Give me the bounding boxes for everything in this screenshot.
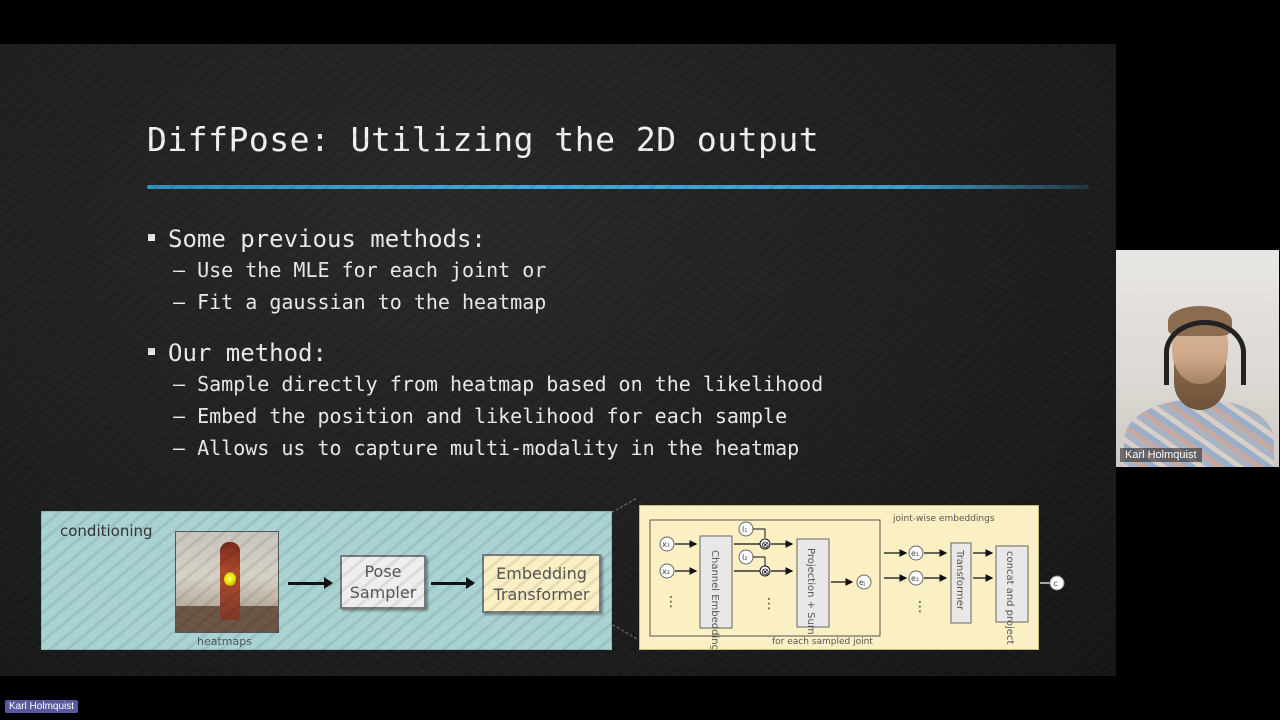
pose-sampler-box: Pose Sampler: [340, 555, 426, 609]
svg-text:c: c: [1054, 579, 1058, 588]
svg-text:⊗: ⊗: [761, 567, 769, 578]
e1-node: [908, 545, 924, 561]
e2-label: e₂: [911, 574, 919, 583]
arrow-icon: [431, 577, 475, 589]
joint-wise-label: joint-wise embeddings: [892, 514, 995, 524]
embedding-transformer-detail: for each sampled joint joint-wise embedd…: [639, 505, 1039, 650]
sub-bullet: – Embed the position and likelihood for …: [173, 404, 788, 428]
sub-bullet: – Sample directly from heatmap based on …: [173, 372, 824, 396]
ej-label: eⱼ: [859, 578, 865, 587]
bullet-square-icon: [148, 347, 155, 355]
for-each-caption: for each sampled joint: [772, 637, 873, 647]
l1-label: l₁: [742, 525, 747, 534]
x1-label: x₁: [662, 540, 670, 549]
sub-bullet: – Use the MLE for each joint or: [173, 258, 547, 282]
channel-embedding-box: [699, 535, 733, 629]
svg-text:⊗: ⊗: [761, 540, 769, 551]
ej-node: [856, 574, 872, 590]
presentation-slide: DiffPose: Utilizing the 2D output Some p…: [0, 44, 1116, 676]
headset-icon: [1164, 320, 1246, 385]
bullet-previous-methods: Some previous methods:: [148, 224, 823, 254]
conditioning-diagram: conditioning heatmaps Pose Sampler Embed…: [41, 511, 612, 650]
output-c-node: c: [1040, 575, 1065, 591]
speaker-name-tag[interactable]: Karl Holmquist: [5, 700, 79, 713]
multiply-icon: [759, 565, 771, 577]
bullet-our-method: Our method:: [148, 338, 823, 368]
multiply-icon: [759, 538, 771, 550]
vertical-dots: ⋮: [664, 594, 678, 610]
bullet-square-icon: [148, 233, 155, 241]
l2-label: l₂: [742, 553, 747, 562]
vertical-dots: ⋮: [762, 596, 776, 612]
concat-project-box: [995, 545, 1029, 623]
vertical-dots: ⋮: [913, 599, 927, 615]
transformer-label: Transformer: [954, 549, 965, 611]
x2-label: x₂: [662, 567, 670, 576]
arrow-icon: [288, 577, 333, 589]
concat-project-label: concat and project: [1004, 551, 1015, 644]
embedding-transformer-box: Embedding Transformer: [482, 554, 601, 613]
title-underline: [147, 185, 1089, 189]
bullet-list: Some previous methods: – Use the MLE for…: [148, 224, 823, 464]
projection-sum-label: Projection + Sum: [805, 548, 816, 635]
x2-node: [659, 563, 675, 579]
heatmaps-caption: heatmaps: [197, 635, 252, 648]
slide-title: DiffPose: Utilizing the 2D output: [147, 120, 820, 159]
transformer-box: [950, 542, 972, 624]
projection-sum-box: [796, 538, 830, 628]
e1-label: e₁: [911, 549, 919, 558]
channel-embedding-label: Channel Embedding: [709, 550, 720, 649]
video-participant-name: Karl Holmquist: [1120, 448, 1202, 462]
conditioning-label: conditioning: [60, 522, 153, 540]
e2-node: [908, 570, 924, 586]
sub-bullet: – Allows us to capture multi-modality in…: [173, 436, 800, 460]
sub-bullet: – Fit a gaussian to the heatmap: [173, 290, 547, 314]
x1-node: [659, 536, 675, 552]
participant-video[interactable]: [1116, 250, 1279, 467]
heatmap-image: [175, 531, 279, 633]
